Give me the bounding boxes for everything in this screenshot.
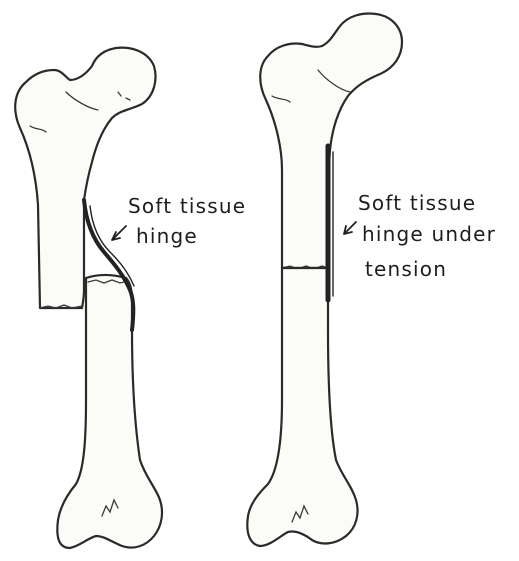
right-label-arrow [344,222,356,234]
left-label-line-2: hinge [136,226,198,246]
left-soft-tissue-hinge-shade [90,206,134,286]
left-proximal-fragment [15,48,155,308]
right-label-line-2: hinge under [362,224,496,244]
right-label-line-3: tension [365,259,447,279]
left-distal-fragment [57,275,162,548]
left-label-line-1: Soft tissue [128,196,246,216]
right-distal-part [247,268,357,546]
left-label-arrow [112,226,126,240]
left-femur [15,48,162,548]
right-label-line-1: Soft tissue [358,193,476,213]
